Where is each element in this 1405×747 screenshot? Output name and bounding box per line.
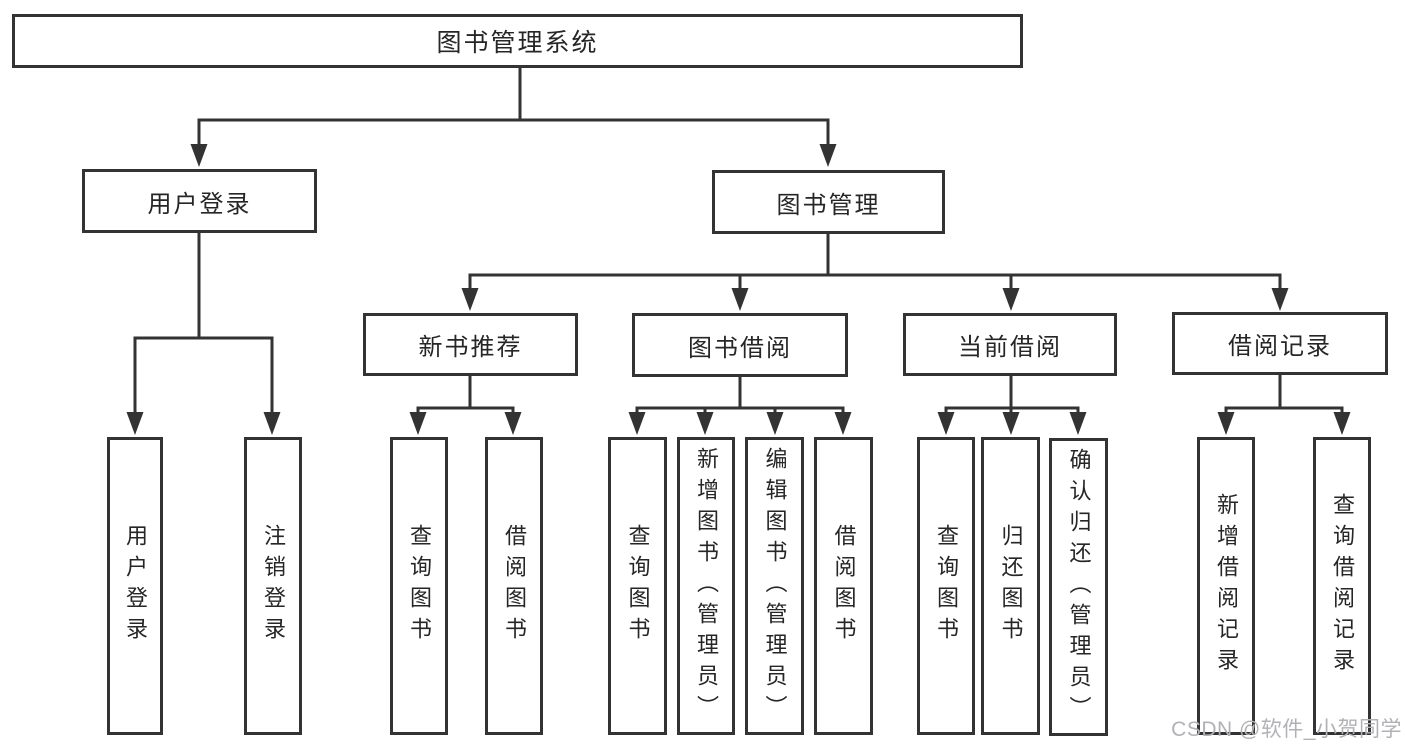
node-book-management-label: 图书管理 [776, 191, 881, 219]
node-book-management: 图书管理 [712, 170, 945, 234]
leaf-logout: 注销登录 [244, 437, 302, 735]
node-new-book-recommend: 新书推荐 [363, 313, 578, 376]
leaf-nbr-query-book: 查询图书 [390, 437, 448, 735]
leaf-cb-return-book: 归还图书 [981, 437, 1040, 735]
leaf-br-add-record: 新增借阅记录 [1197, 437, 1255, 735]
node-current-borrow: 当前借阅 [903, 313, 1117, 376]
node-book-borrow-label: 图书借阅 [688, 334, 792, 362]
leaf-cb-query-book: 查询图书 [917, 437, 975, 735]
node-book-borrow: 图书借阅 [632, 313, 848, 377]
csdn-watermark: CSDN @软件_小贺同学 [1171, 718, 1402, 741]
node-borrow-record: 借阅记录 [1172, 312, 1388, 375]
leaf-bb-edit-book-admin: 编辑图书（管理员） [745, 437, 804, 735]
leaf-bb-query-book: 查询图书 [608, 437, 667, 735]
leaf-cb-confirm-return-admin: 确认归还（管理员） [1049, 438, 1108, 736]
leaf-bb-borrow-book: 借阅图书 [814, 437, 873, 735]
leaf-user-login: 用户登录 [107, 437, 163, 735]
leaf-br-query-record: 查询借阅记录 [1313, 437, 1371, 735]
node-new-book-recommend-label: 新书推荐 [418, 334, 523, 361]
node-borrow-record-label: 借阅记录 [1228, 333, 1332, 360]
node-root: 图书管理系统 [12, 14, 1023, 68]
node-root-label: 图书管理系统 [436, 29, 599, 57]
leaf-nbr-borrow-book: 借阅图书 [485, 437, 543, 735]
node-user-login-label: 用户登录 [147, 190, 252, 218]
leaf-bb-add-book-admin: 新增图书（管理员） [677, 437, 735, 735]
node-user-login: 用户登录 [82, 169, 317, 233]
node-current-borrow-label: 当前借阅 [958, 334, 1062, 361]
